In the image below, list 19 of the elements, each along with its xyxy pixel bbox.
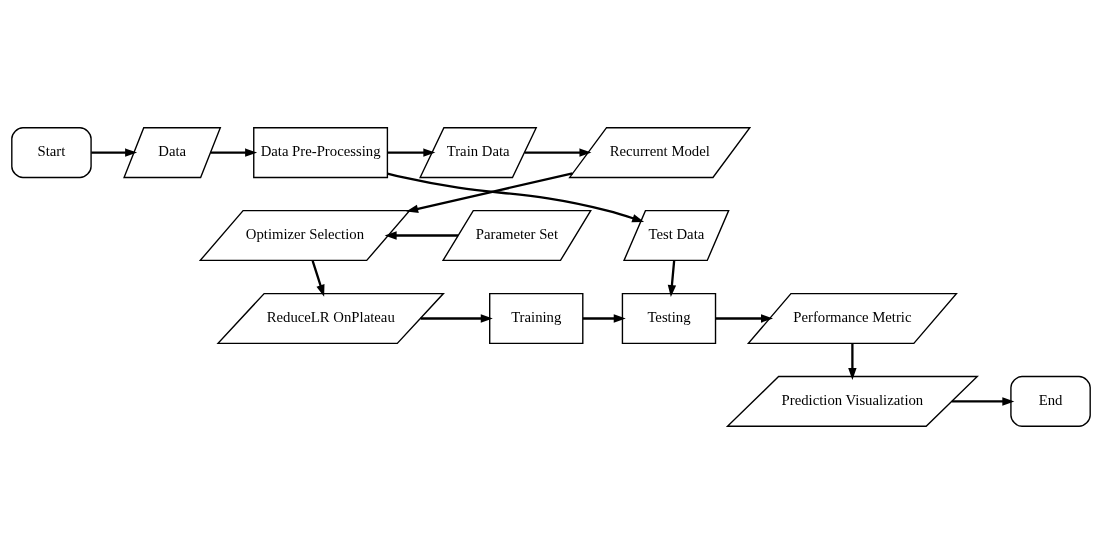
arrow bbox=[951, 397, 1015, 406]
arrow bbox=[311, 260, 325, 297]
arrow bbox=[524, 148, 592, 157]
node-box: Start bbox=[11, 127, 92, 179]
node-box: Data Pre-Processing bbox=[253, 127, 389, 179]
node-box: Training bbox=[489, 292, 584, 345]
arrow bbox=[384, 231, 459, 240]
arrow bbox=[387, 172, 645, 223]
arrow bbox=[91, 148, 138, 157]
arrow bbox=[406, 172, 573, 213]
arrow bbox=[715, 314, 773, 323]
arrow bbox=[387, 148, 436, 157]
node-box: End bbox=[1010, 375, 1091, 427]
arrow bbox=[667, 260, 677, 297]
arrow bbox=[848, 343, 857, 380]
arrow bbox=[420, 314, 493, 323]
node-box: Testing bbox=[621, 292, 717, 345]
arrow bbox=[582, 314, 626, 323]
arrow bbox=[210, 148, 258, 157]
